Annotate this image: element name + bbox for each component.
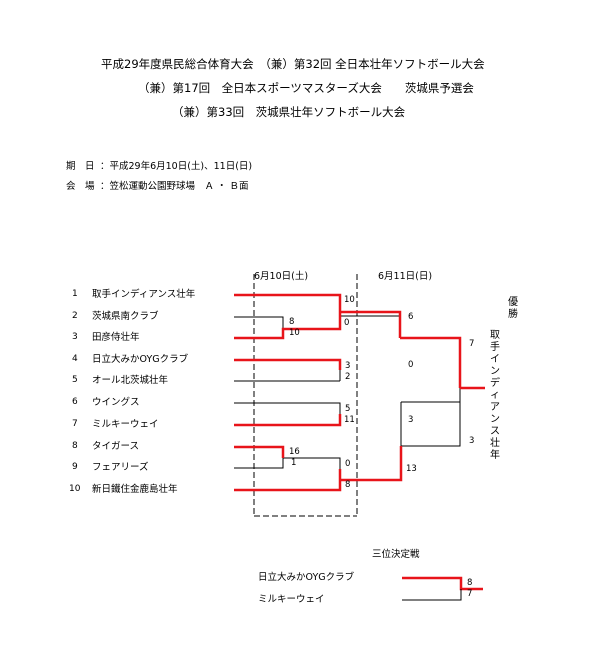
score-r1b-bottom: 1 — [291, 458, 297, 468]
team-name: オール北茨城壮年 — [92, 375, 169, 386]
day2-label: 6月11日(日) — [378, 271, 433, 282]
team-number: 10 — [69, 484, 81, 494]
score-r1a-top: 8 — [289, 317, 295, 327]
score-sfb-bottom: 13 — [406, 464, 417, 474]
team-number: 1 — [72, 289, 78, 299]
score-r2d-top: 0 — [345, 459, 351, 469]
third-place-lines — [402, 589, 462, 601]
title-line-2: （兼）第17回 全日本スポーツマスターズ大会 茨城県予選会 — [138, 81, 474, 95]
team-name: フェアリーズ — [92, 462, 149, 473]
score-r2a-top: 10 — [344, 295, 355, 305]
date-value: ：平成29年6月10日(土)、11日(日) — [100, 161, 253, 172]
team-number: 5 — [72, 375, 78, 385]
third-place-score-a: 8 — [467, 578, 473, 588]
third-place-score-b: 7 — [467, 589, 473, 599]
score-r2a-bottom: 0 — [344, 318, 350, 328]
venue-label: 会 場 — [66, 181, 95, 192]
team-number: 4 — [72, 354, 78, 364]
team-name: 取手インディアンス壮年 — [92, 289, 196, 300]
third-place-team-a: 日立大みかOYGクラブ — [258, 572, 355, 583]
team-name: 日立大みかOYGクラブ — [92, 354, 189, 365]
team-number: 9 — [72, 462, 78, 472]
team-name: ウイングス — [92, 397, 140, 408]
third-place-title: 三位決定戦 — [372, 549, 420, 560]
team-name: 新日鐵住金鹿島壮年 — [92, 484, 178, 495]
team-number: 6 — [72, 397, 78, 407]
team-number: 8 — [72, 441, 78, 451]
score-r2b-bottom: 2 — [345, 372, 351, 382]
title-line-1: 平成29年度県民総合体育大会 （兼）第32回 全日本壮年ソフトボール大会 — [101, 57, 485, 71]
team-number: 3 — [72, 332, 78, 342]
day-divider-lines — [253, 274, 358, 517]
score-r1a-bottom: 10 — [289, 328, 300, 338]
score-r2d-bottom: 8 — [345, 480, 351, 490]
day1-label: 6月10日(土) — [254, 271, 309, 282]
score-r2b-top: 3 — [345, 361, 351, 371]
team-name: 田彦侍壮年 — [92, 332, 140, 343]
score-final-top: 7 — [469, 339, 475, 349]
venue-value: ：笠松運動公園野球場 Ａ ・ Ｂ面 — [100, 181, 249, 192]
score-r2c-top: 5 — [345, 404, 351, 414]
third-place-team-b: ミルキーウェイ — [258, 594, 325, 605]
champion-label: 優勝 — [508, 297, 518, 320]
champion-name: 取手インディアンス壮年 — [490, 330, 500, 461]
team-name: ミルキーウェイ — [92, 419, 159, 430]
team-number: 7 — [72, 419, 78, 429]
score-sfa-bottom: 0 — [408, 360, 414, 370]
team-number: 2 — [72, 311, 78, 321]
team-name: タイガース — [92, 441, 140, 452]
team-name: 茨城県南クラブ — [92, 311, 159, 322]
score-r2c-bottom: 11 — [344, 415, 355, 425]
score-r1b-top: 16 — [289, 447, 300, 457]
date-label: 期 日 — [66, 161, 95, 172]
score-sfa-top: 6 — [408, 312, 414, 322]
title-line-3: （兼）第33回 茨城県壮年ソフトボール大会 — [172, 105, 406, 119]
winner-lines — [234, 293, 485, 591]
score-final-bottom: 3 — [469, 436, 475, 446]
score-sfb-top: 3 — [408, 415, 414, 425]
